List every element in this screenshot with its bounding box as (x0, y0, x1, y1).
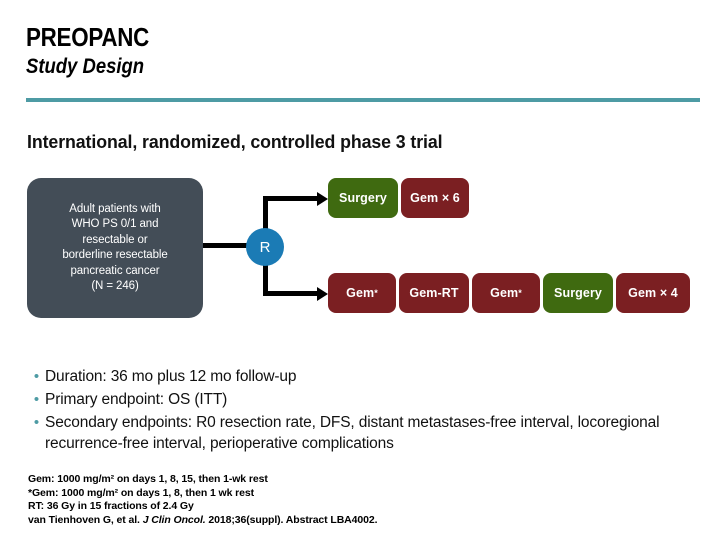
connector-patient-to-randomization (203, 243, 247, 248)
list-item: • Duration: 36 mo plus 12 mo follow-up (28, 366, 698, 387)
patient-line-1: Adult patients with (69, 202, 161, 215)
connector-to-arm-a (263, 196, 320, 201)
patient-line-3: resectable or (82, 233, 148, 246)
patient-line-2: WHO PS 0/1 and (71, 218, 159, 230)
list-item-text: Duration: 36 mo plus 12 mo follow-up (45, 368, 297, 385)
bullet-icon: • (33, 414, 40, 431)
arm-b-box-gem-2: Gem* (472, 273, 540, 313)
randomization-node: R (246, 228, 284, 266)
arm-a-box-surgery: Surgery (328, 178, 398, 218)
page-title: PREOPANC (26, 22, 150, 52)
footnote-gem-star-dosing: *Gem: 1000 mg/m² on days 1, 8, then 1 wk… (28, 486, 255, 499)
trial-description: International, randomized, controlled ph… (27, 131, 443, 152)
patient-population-box: Adult patients with WHO PS 0/1 and resec… (27, 178, 203, 318)
arm-b-box-gem-1: Gem* (328, 273, 396, 313)
citation-authors: van Tienhoven G, et al. (28, 513, 140, 526)
page-subtitle: Study Design (26, 55, 145, 78)
arm-b-box-gem4: Gem × 4 (616, 273, 690, 313)
footnote-gem-dosing: Gem: 1000 mg/m² on days 1, 8, 15, then 1… (28, 473, 268, 485)
list-item-text: Secondary endpoints: R0 resection rate, … (45, 414, 660, 452)
arrowhead-arm-a-icon (317, 191, 328, 206)
header-divider (26, 98, 700, 102)
arrowhead-arm-b-icon (317, 286, 328, 301)
bullet-icon: • (33, 368, 40, 385)
bullet-icon: • (33, 391, 40, 408)
citation-details: 2018;36(suppl). Abstract LBA4002. (208, 513, 378, 526)
citation: van Tienhoven G, et al. J Clin Oncol. 20… (28, 514, 708, 528)
connector-to-arm-b (263, 291, 320, 296)
patient-line-6: (N = 246) (91, 280, 139, 292)
citation-journal: J Clin Oncol. (142, 513, 206, 526)
footnote-rt-dosing: RT: 36 Gy in 15 fractions of 2.4 Gy (28, 500, 194, 512)
arm-b-box-gem-1-label: Gem (346, 286, 375, 300)
list-item: • Primary endpoint: OS (ITT) (28, 389, 698, 410)
list-item-text: Primary endpoint: OS (ITT) (45, 391, 228, 408)
arm-b-box-gem-rt: Gem-RT (399, 273, 469, 313)
arm-a-box-gem6: Gem × 6 (401, 178, 469, 218)
arm-b-box-surgery: Surgery (543, 273, 613, 313)
footnotes: Gem: 1000 mg/m² on days 1, 8, 15, then 1… (28, 473, 708, 527)
patient-population-text: Adult patients with WHO PS 0/1 and resec… (62, 202, 167, 295)
endpoints-list: • Duration: 36 mo plus 12 mo follow-up •… (28, 366, 698, 456)
patient-line-5: pancreatic cancer (70, 264, 160, 277)
patient-line-4: borderline resectable (62, 249, 168, 261)
slide-header: PREOPANC Study Design (26, 22, 696, 80)
arm-b-box-gem-2-label: Gem (490, 286, 519, 300)
list-item: • Secondary endpoints: R0 resection rate… (28, 412, 698, 454)
